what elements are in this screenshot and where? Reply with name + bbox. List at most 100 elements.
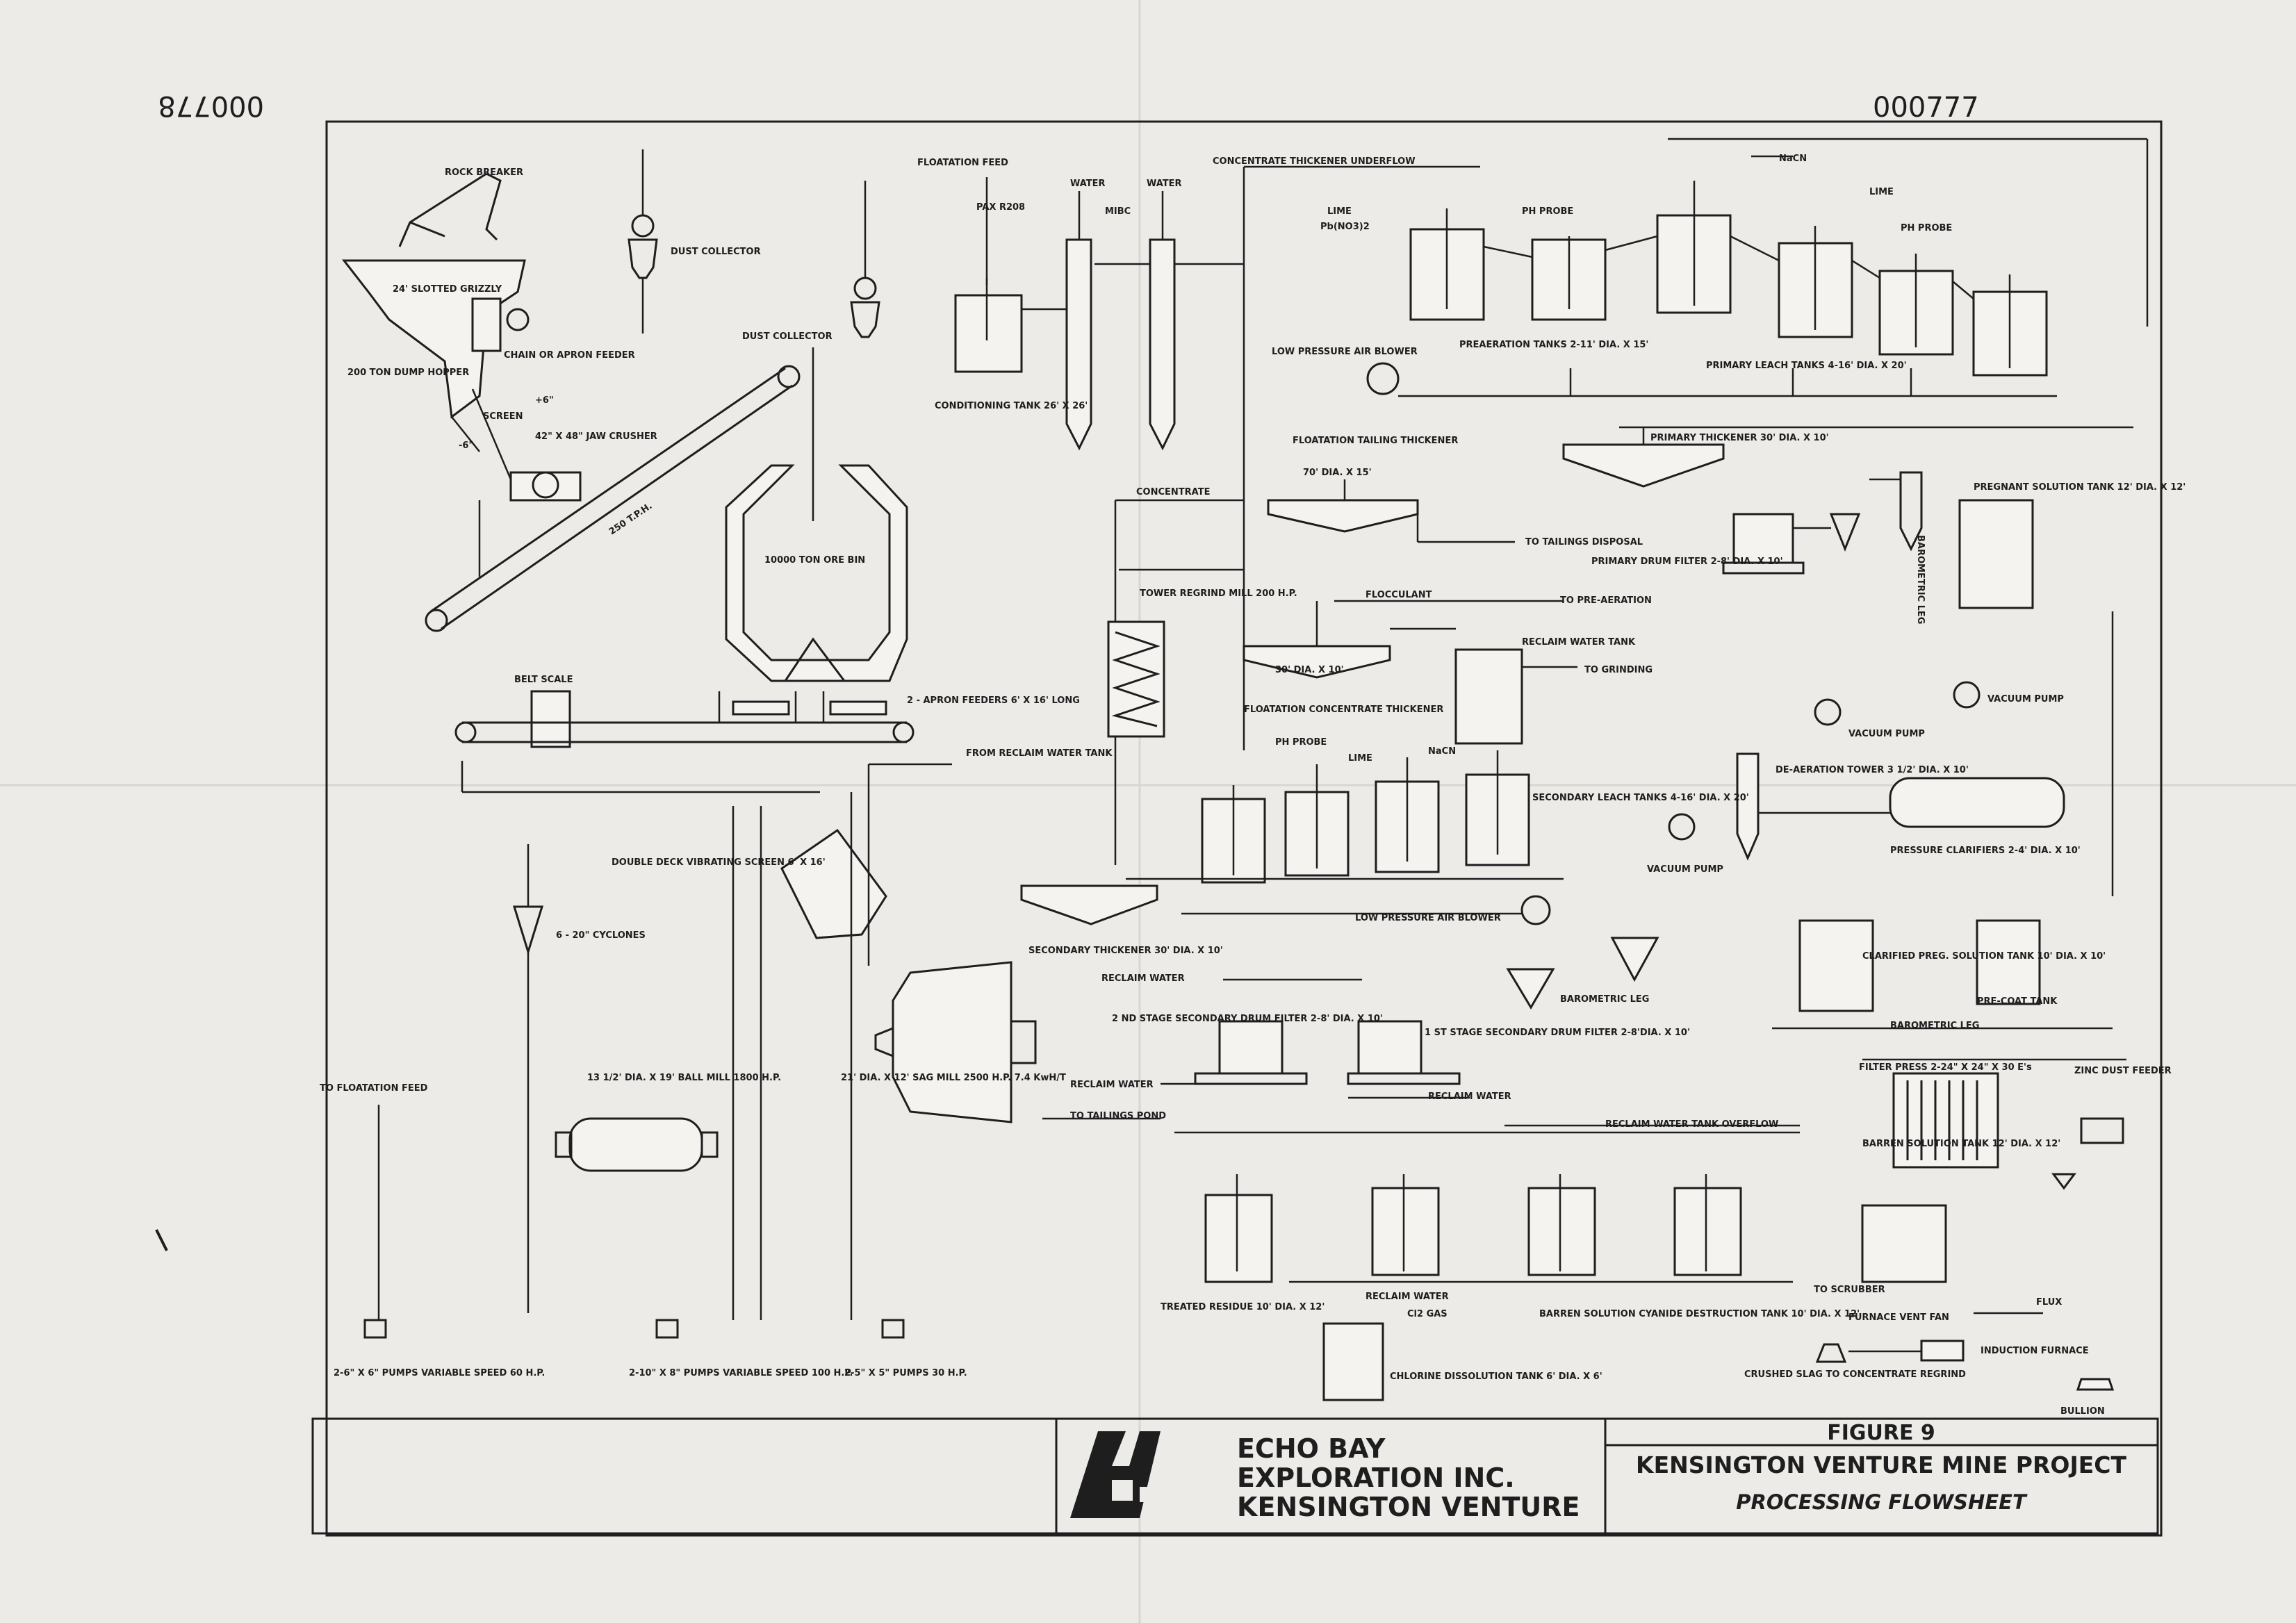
primary-receiver (1829, 513, 1861, 552)
stamp-right: 000777 (1873, 92, 1979, 124)
lp-air-blower-1 (1366, 362, 1400, 395)
label-precoat-tank: PRE-COAT TANK (1977, 996, 2058, 1007)
label-ball-mill: 13 1/2' DIA. X 19' BALL MILL 1800 H.P. (587, 1073, 781, 1083)
primary-thickener (1562, 443, 1725, 488)
primary-drum-filter (1732, 513, 1794, 564)
label-primary-drum-filter: PRIMARY DRUM FILTER 2-8' DIA. X 10' (1591, 557, 1783, 567)
label-flux: FLUX (2036, 1297, 2062, 1308)
label-cyclones: 6 - 20" CYCLONES (556, 930, 646, 941)
label-floatation-feed: FLOATATION FEED (917, 158, 1008, 168)
label-clarified-tank: CLARIFIED PREG. SOLUTION TANK 10' DIA. X… (1862, 951, 2106, 962)
label-to-tailings-disposal: TO TAILINGS DISPOSAL (1525, 537, 1643, 547)
tower-regrind-mill (1107, 620, 1165, 738)
label-ph-probe-2: PH PROBE (1901, 223, 1952, 233)
label-vib-screen: DOUBLE DECK VIBRATING SCREEN 6' X 16' (612, 857, 826, 868)
lp-air-blower-2 (1520, 895, 1551, 925)
label-deaeration: DE-AERATION TOWER 3 1/2' DIA. X 10' (1776, 765, 1969, 775)
label-grizzly: 24' SLOTTED GRIZZLY (393, 284, 502, 295)
label-plus6: +6" (535, 395, 554, 406)
label-water-1: WATER (1070, 179, 1106, 189)
treated-residue-tank (1204, 1194, 1273, 1283)
barometric-receiver-2 (1610, 937, 1659, 982)
label-apron-feeders: 2 - APRON FEEDERS 6' X 16' LONG (907, 695, 1080, 706)
tailing-thickener (1267, 499, 1419, 533)
label-chlorine-tank: CHLORINE DISSOLUTION TANK 6' DIA. X 6' (1390, 1371, 1602, 1382)
label-lp-air-2: LOW PRESSURE AIR BLOWER (1355, 913, 1501, 923)
thickener-section (1020, 479, 1577, 925)
barren-solution-tank (1861, 1204, 1947, 1283)
label-dump-hopper: 200 TON DUMP HOPPER (347, 368, 469, 378)
label-to-scrubber: TO SCRUBBER (1814, 1285, 1885, 1295)
induction-furnace (1920, 1340, 1965, 1362)
label-vacuum-pump-3: VACUUM PUMP (1647, 864, 1723, 875)
label-pregnant-tank: PREGNANT SOLUTION TANK 12' DIA. X 12' (1974, 482, 2186, 493)
label-sag-mill: 21' DIA. X 12' SAG MILL 2500 H.P. 7.4 Kw… (841, 1073, 1066, 1083)
echo-bay-logo (1070, 1431, 1161, 1518)
label-flocculant: FLOCCULANT (1366, 590, 1432, 600)
leach-section (1366, 138, 2149, 397)
label-rock-breaker: ROCK BREAKER (445, 167, 523, 178)
apron-feeder (471, 297, 502, 352)
label-to-flotation-feed: TO FLOATATION FEED (320, 1083, 428, 1094)
label-filter-press: FILTER PRESS 2-24" X 24" X 30 E's (1859, 1062, 2032, 1073)
title-block: ECHO BAY EXPLORATION INC. KENSINGTON VEN… (311, 1417, 2159, 1535)
pregnant-solution-tank (1958, 499, 2034, 609)
sag-mill (892, 961, 1012, 1123)
barren-destruction-tank-2 (1673, 1187, 1742, 1276)
residue-tank-2 (1371, 1187, 1440, 1276)
bullion-icon (2076, 1378, 2115, 1391)
label-induction-furnace: INDUCTION FURNACE (1981, 1346, 2089, 1356)
label-nacn-1: NaCN (1779, 154, 1807, 164)
label-tower-regrind: TOWER REGRIND MILL 200 H.P. (1140, 588, 1297, 599)
label-pumps-3: 2-5" X 5" PUMPS 30 H.P. (844, 1368, 967, 1378)
label-conc-thickener: FLOATATION CONCENTRATE THICKENER (1244, 705, 1443, 715)
vacuum-pump-1-icon (1953, 681, 1981, 709)
label-primary-thickener: PRIMARY THICKENER 30' DIA. X 10' (1650, 433, 1829, 443)
label-second-drum-filter: 2 ND STAGE SECONDARY DRUM FILTER 2-8' DI… (1112, 1014, 1383, 1024)
secondary-filter-section (1042, 978, 1470, 1120)
barren-destruction-tank-1 (1527, 1187, 1596, 1276)
vibrating-screen (780, 828, 887, 939)
reclaim-water-tank (1454, 648, 1523, 745)
label-to-tailings-pond: TO TAILINGS POND (1070, 1111, 1166, 1121)
label-conditioning-tank: CONDITIONING TANK 26' X 26' (935, 401, 1088, 411)
flotation-column-2 (1149, 238, 1176, 451)
jaw-crusher-wheel (532, 471, 559, 499)
label-pressure-clarifiers: PRESSURE CLARIFIERS 2-4' DIA. X 10' (1890, 846, 2081, 856)
label-apron-feeder: CHAIN OR APRON FEEDER (504, 350, 635, 361)
barometric-receiver-1 (1506, 968, 1555, 1010)
label-minus6: -6" (459, 440, 473, 451)
destruction-section (1174, 1124, 1800, 1401)
feeder-pulley (506, 308, 530, 331)
label-pax: PAX R208 (976, 202, 1025, 213)
chlorine-dissolution-tank (1322, 1322, 1384, 1401)
deaeration-tower (1736, 752, 1760, 861)
stamp-left: 000778 (158, 90, 264, 122)
cyclones (512, 905, 544, 956)
label-from-reclaim: FROM RECLAIM WATER TANK (966, 748, 1113, 759)
label-primary-leach: PRIMARY LEACH TANKS 4-16' DIA. X 20' (1706, 361, 1907, 371)
label-reclaim-water-3: RECLAIM WATER (1428, 1091, 1511, 1102)
label-lime-3: LIME (1348, 753, 1372, 764)
label-barren-tank: BARREN SOLUTION TANK 12' DIA. X 12' (1862, 1139, 2060, 1149)
refining-section (1815, 1058, 2126, 1391)
label-barometric-leg-1: BAROMETRIC LEG (1915, 535, 1926, 624)
label-furnace-fan: FURNACE VENT FAN (1848, 1312, 1949, 1323)
clarification-section (1668, 611, 2114, 1030)
grinding-section (363, 763, 1037, 1339)
label-tailing-thick-size: 70' DIA. X 15' (1303, 468, 1372, 478)
label-to-pre-aeration: TO PRE-AERATION (1560, 595, 1652, 606)
label-ore-bin: 10000 TON ORE BIN (764, 555, 865, 566)
label-nacn-2: NaCN (1428, 746, 1456, 757)
label-water-2: WATER (1147, 179, 1182, 189)
secondary-thickener (1020, 884, 1158, 925)
sag-feed-conveyor (462, 721, 907, 743)
label-zinc-feeder: ZINC DUST FEEDER (2074, 1066, 2172, 1076)
label-crushed-slag: CRUSHED SLAG TO CONCENTRATE REGRIND (1744, 1369, 1966, 1380)
label-pumps-2: 2-10" X 8" PUMPS VARIABLE SPEED 100 H.P. (629, 1368, 853, 1378)
secondary-leach-section (1126, 750, 1659, 1010)
label-cl2: Cl2 GAS (1407, 1309, 1448, 1319)
label-vacuum-pump-2: VACUUM PUMP (1848, 729, 1925, 739)
label-to-grinding: TO GRINDING (1584, 665, 1653, 675)
label-conc-thick-underflow: CONCENTRATE THICKENER UNDERFLOW (1213, 156, 1416, 167)
